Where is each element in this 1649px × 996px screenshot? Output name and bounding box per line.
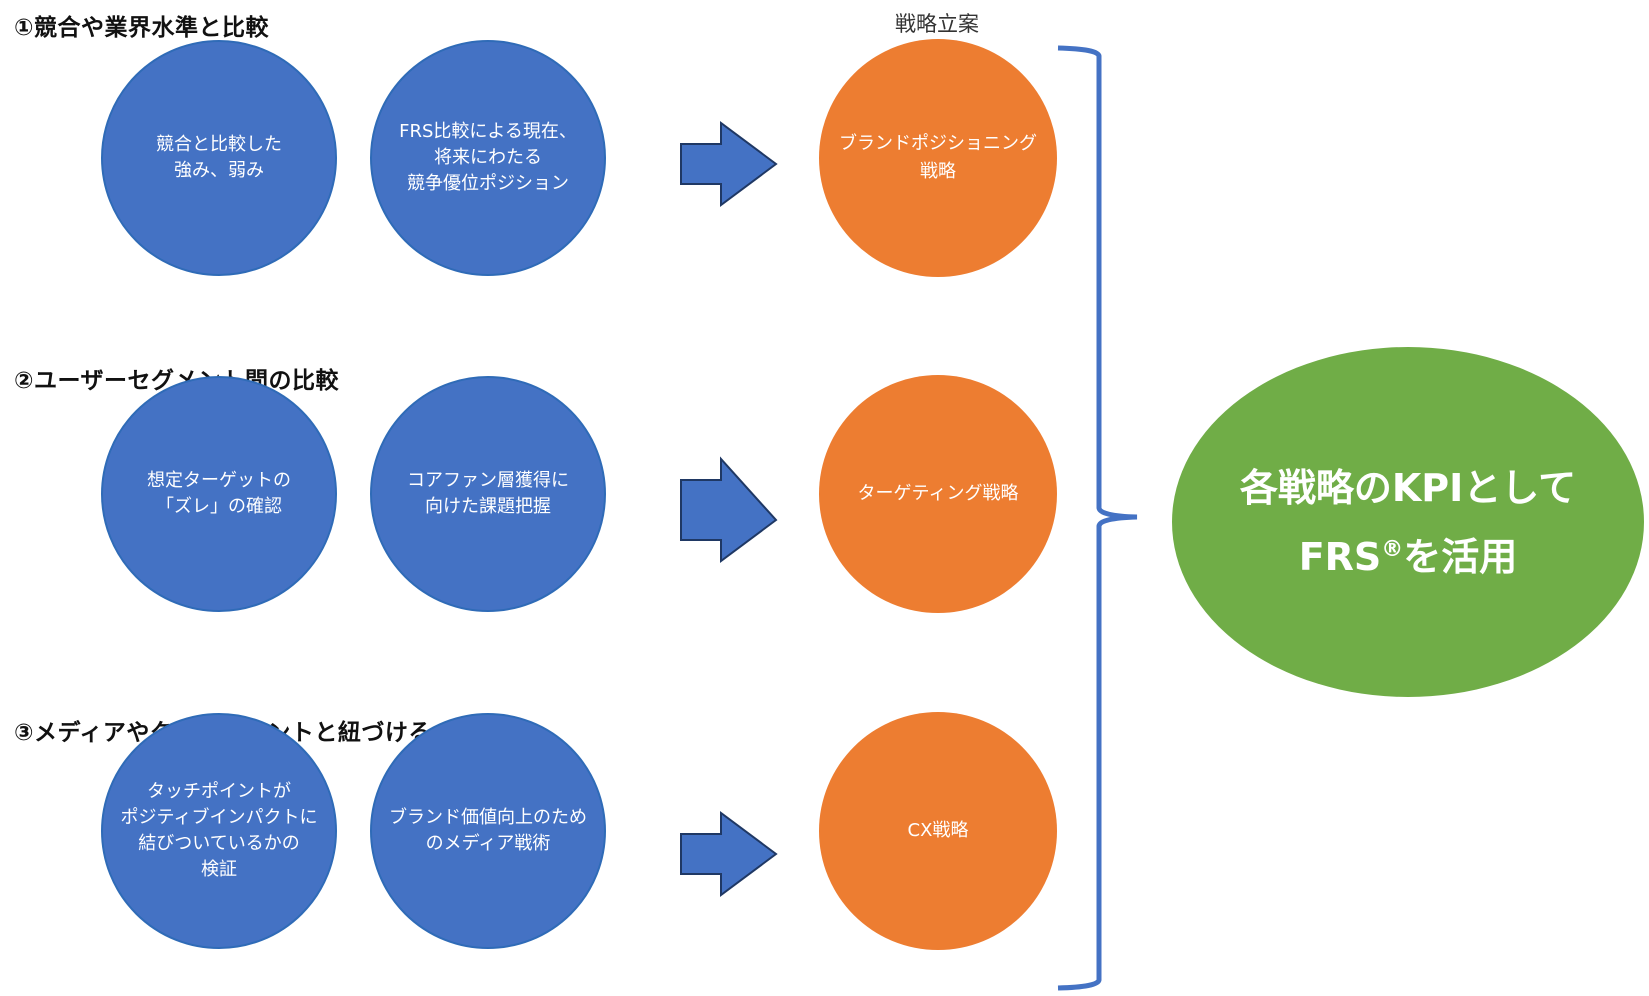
result-line-1: 各戦略のKPIとして: [1239, 465, 1577, 510]
input-circle-target-gap: 想定ターゲットの 「ズレ」の確認: [101, 376, 337, 612]
result-line-2: FRS®を活用: [1240, 519, 1576, 588]
input-circle-media-tactics: ブランド価値向上のため のメディア戦術: [370, 713, 606, 949]
input-circle-text: ブランド価値向上のため のメディア戦術: [389, 807, 587, 854]
arrow-right-icon-3: [680, 811, 778, 897]
input-circle-text: FRS比較による現在、 将来にわたる 競争優位ポジション: [399, 121, 577, 194]
result-ellipse-frs-kpi: 各戦略のKPIとして FRS®を活用: [1172, 347, 1644, 697]
input-circle-text: 競合と比較した 強み、弱み: [156, 134, 282, 181]
input-circle-touchpoint-verification: タッチポイントが ポジティブインパクトに 結びついているかの 検証: [101, 713, 337, 949]
registered-mark: ®: [1381, 536, 1404, 562]
section-heading-1: ①競合や業界水準と比較: [14, 15, 269, 41]
result-text: 各戦略のKPIとして FRS®を活用: [1240, 457, 1576, 588]
input-circle-core-fan: コアファン層獲得に 向けた課題把握: [370, 376, 606, 612]
result-line-2-suffix: を活用: [1403, 534, 1518, 579]
input-circle-competitive-strengths: 競合と比較した 強み、弱み: [101, 40, 337, 276]
input-circle-text: コアファン層獲得に 向けた課題把握: [407, 470, 569, 517]
strategy-column-title: 戦略立案: [895, 12, 979, 36]
arrow-right-icon-2: [680, 456, 778, 563]
input-circle-text: 想定ターゲットの 「ズレ」の確認: [147, 470, 291, 517]
strategy-circle-text: CX戦略: [907, 820, 969, 841]
right-brace: [1057, 45, 1138, 991]
strategy-circle-targeting: ターゲティング戦略: [819, 375, 1057, 613]
result-frs: FRS: [1298, 534, 1382, 579]
strategy-circle-cx: CX戦略: [819, 712, 1057, 950]
strategy-circle-text: ブランドポジショニング 戦略: [839, 133, 1037, 182]
input-circle-text: タッチポイントが ポジティブインパクトに 結びついているかの 検証: [120, 781, 318, 880]
strategy-circle-text: ターゲティング戦略: [857, 483, 1019, 504]
strategy-circle-brand-positioning: ブランドポジショニング 戦略: [819, 39, 1057, 277]
input-circle-competitive-position: FRS比較による現在、 将来にわたる 競争優位ポジション: [370, 40, 606, 276]
arrow-right-icon-1: [680, 121, 778, 207]
